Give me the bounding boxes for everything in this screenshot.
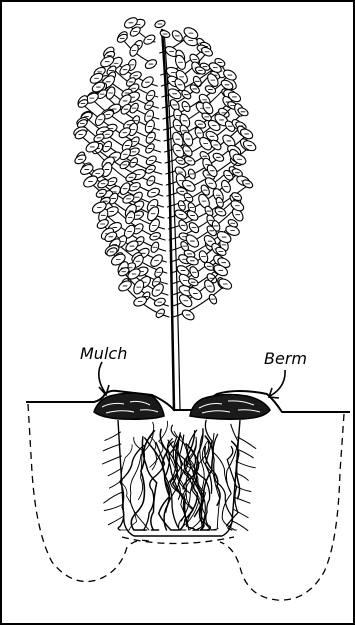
berm-arrow xyxy=(270,370,285,396)
mulch-mound-right xyxy=(190,395,270,420)
root xyxy=(103,456,122,464)
root xyxy=(232,521,248,531)
ground-line xyxy=(26,391,350,412)
root xyxy=(108,468,122,476)
root xyxy=(150,421,168,467)
berm-label: Berm xyxy=(264,349,307,368)
root xyxy=(234,497,250,503)
mulch-mound-left xyxy=(94,393,164,419)
root xyxy=(213,434,232,530)
root xyxy=(104,504,123,511)
root xyxy=(104,492,123,503)
root xyxy=(237,437,255,449)
mulch-label: Mulch xyxy=(80,344,127,363)
root xyxy=(236,461,255,468)
root xyxy=(103,444,121,451)
root xyxy=(105,432,121,440)
